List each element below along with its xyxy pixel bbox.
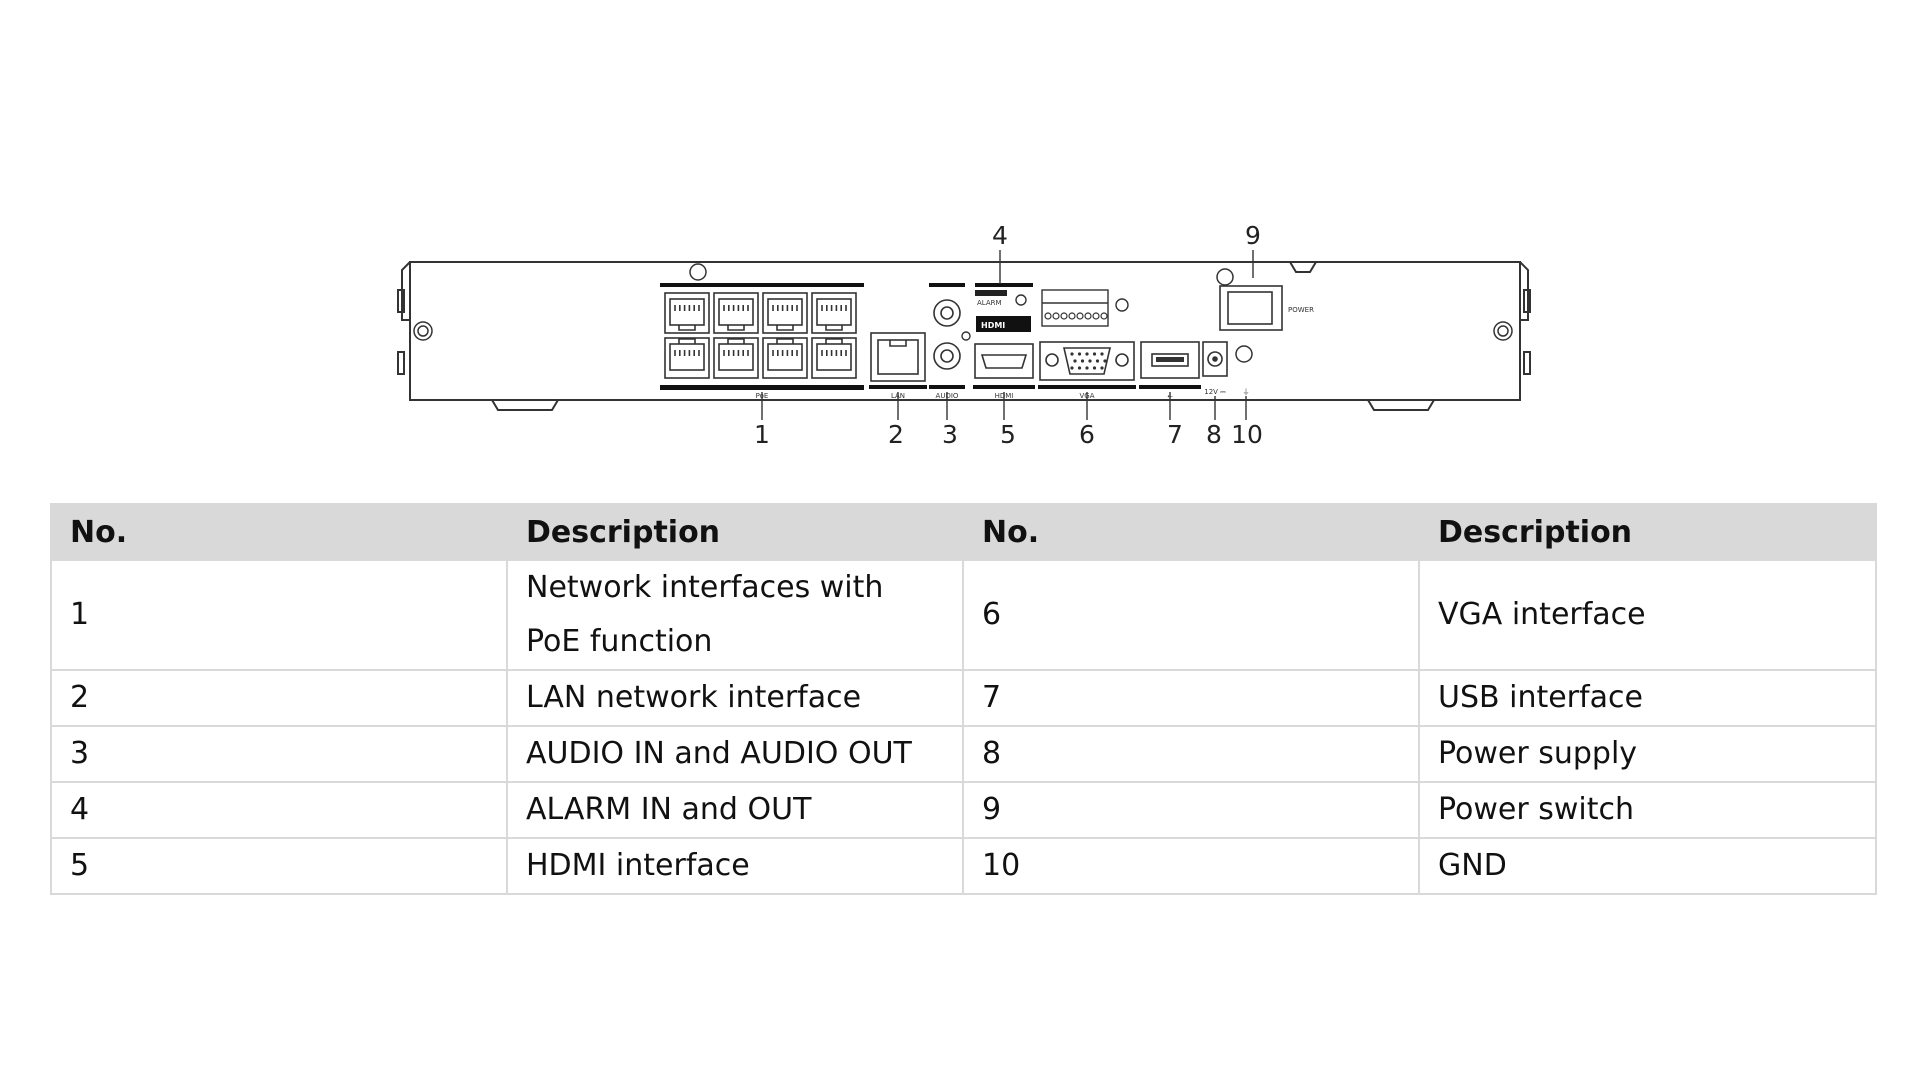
usb-port: ⭠ <box>1139 341 1201 400</box>
audio-ports: AUDIO <box>929 283 965 400</box>
vga-pin <box>1100 366 1104 370</box>
rj45-port-icon <box>811 337 857 379</box>
table-row: 2 LAN network interface 7 USB interface <box>50 669 1877 727</box>
callout-2: 2 <box>888 420 904 449</box>
hdmi-logo: HDMI <box>981 321 1005 330</box>
callout-4: 4 <box>992 221 1008 250</box>
row-description: HDMI interface <box>506 837 964 895</box>
hdmi-port: HDMI <box>973 343 1035 400</box>
vga-pin <box>1077 366 1082 370</box>
callout-3: 3 <box>942 420 958 449</box>
rj45-port-icon <box>713 337 759 379</box>
port-description-table: No. Description No. Description 1 Networ… <box>50 503 1877 895</box>
vga-pin <box>1070 352 1074 356</box>
gnd-symbol: ⏚ <box>1243 388 1250 396</box>
row-description: VGA interface <box>1418 559 1877 671</box>
callout-6: 6 <box>1079 420 1095 449</box>
table-row: 5 HDMI interface 10 GND <box>50 837 1877 895</box>
row-number: 6 <box>962 559 1420 671</box>
header-description: Description <box>1418 503 1877 561</box>
screw-icon <box>413 263 1513 363</box>
rj45-port-icon <box>713 292 759 334</box>
row-number: 2 <box>50 669 508 727</box>
rj45-port-icon <box>664 292 710 334</box>
callout-1: 1 <box>754 420 770 449</box>
row-number: 10 <box>962 837 1420 895</box>
vga-pin <box>1070 366 1074 370</box>
terminal-pin <box>1092 312 1100 320</box>
callout-8: 8 <box>1206 420 1222 449</box>
row-number: 5 <box>50 837 508 895</box>
poe-ports: PoE <box>660 283 864 400</box>
rj45-port-icon <box>664 337 710 379</box>
vga-pin <box>1073 359 1077 363</box>
table-header-row: No. Description No. Description <box>50 503 1877 561</box>
vga-port: VGA <box>1038 341 1136 400</box>
row-description: LAN network interface <box>506 669 964 727</box>
rj45-port-icon <box>811 292 857 334</box>
terminal-pin <box>1100 312 1108 320</box>
power-switch-label: POWER <box>1288 306 1314 314</box>
row-description: GND <box>1418 837 1877 895</box>
callout-10: 10 <box>1231 420 1263 449</box>
terminal-pin <box>1044 312 1052 320</box>
vga-pin <box>1095 359 1100 363</box>
row-description: USB interface <box>1418 669 1877 727</box>
nvr-rear-panel-diagram: PoE LAN AUDIO ALARM HDMI <box>397 221 1531 449</box>
terminal-pin <box>1084 312 1092 320</box>
row-description: Network interfaces with PoE function <box>506 559 964 671</box>
header-no: No. <box>962 503 1420 561</box>
callout-5: 5 <box>1000 420 1016 449</box>
alarm-label: ALARM <box>977 299 1002 307</box>
table-row: 4 ALARM IN and OUT 9 Power switch <box>50 781 1877 839</box>
callout-7: 7 <box>1167 420 1183 449</box>
vga-pin <box>1080 359 1085 363</box>
terminal-pin <box>1060 312 1068 320</box>
vga-pin <box>1092 366 1097 370</box>
row-description: AUDIO IN and AUDIO OUT <box>506 725 964 783</box>
row-number: 8 <box>962 725 1420 783</box>
row-description: Power switch <box>1418 781 1877 839</box>
row-number: 3 <box>50 725 508 783</box>
power-input: 12V ⎓ <box>1202 341 1228 396</box>
terminal-pin <box>1076 312 1084 320</box>
terminal-pin <box>1052 312 1060 320</box>
header-description: Description <box>506 503 964 561</box>
vga-pin <box>1088 359 1092 363</box>
callout-leader-lines <box>761 250 1254 420</box>
header-no: No. <box>50 503 508 561</box>
chassis <box>397 261 1531 411</box>
alarm-block: ALARM HDMI <box>961 283 1129 341</box>
lan-port: LAN <box>869 332 927 400</box>
vga-pin <box>1100 352 1104 356</box>
row-description: Power supply <box>1418 725 1877 783</box>
row-description: ALARM IN and OUT <box>506 781 964 839</box>
vga-pin <box>1103 359 1107 363</box>
vga-pin <box>1085 366 1089 370</box>
callout-9: 9 <box>1245 221 1261 250</box>
terminal-pin <box>1068 312 1076 320</box>
vga-pin <box>1085 352 1089 356</box>
vga-pin <box>1092 352 1097 356</box>
vga-pin <box>1077 352 1082 356</box>
rj45-port-icon <box>762 337 808 379</box>
rj45-port-icon <box>762 292 808 334</box>
power-input-label: 12V ⎓ <box>1204 388 1226 396</box>
row-number: 1 <box>50 559 508 671</box>
table-row: 1 Network interfaces with PoE function 6… <box>50 559 1877 671</box>
row-number: 7 <box>962 669 1420 727</box>
table-row: 3 AUDIO IN and AUDIO OUT 8 Power supply <box>50 725 1877 783</box>
power-switch: POWER <box>1219 285 1314 331</box>
row-number: 4 <box>50 781 508 839</box>
row-number: 9 <box>962 781 1420 839</box>
